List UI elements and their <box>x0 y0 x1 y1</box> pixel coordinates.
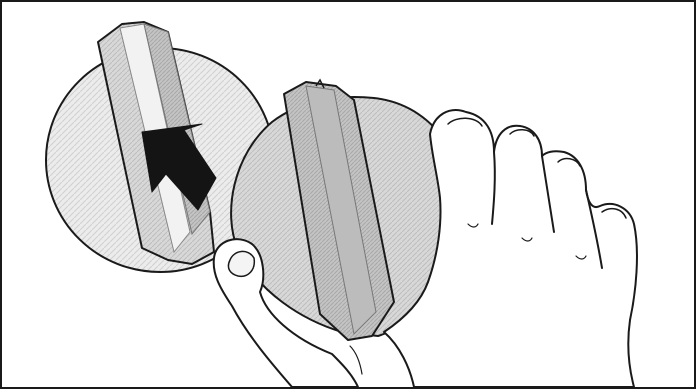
nail-4 <box>601 207 627 219</box>
nail-1 <box>447 117 483 127</box>
palm-crease <box>349 345 363 375</box>
knuckle-2 <box>521 237 533 242</box>
knob-side-view <box>230 78 466 341</box>
nail-3 <box>557 157 581 167</box>
finger-line-3 <box>585 189 603 269</box>
hand <box>212 109 638 387</box>
hand-fingers <box>383 109 638 387</box>
push-arrow-icon <box>141 123 217 211</box>
knuckle-3 <box>575 255 587 260</box>
finger-line-2 <box>541 155 555 233</box>
nail-2 <box>509 129 535 137</box>
hand-thumb <box>212 238 359 387</box>
knob-side-ridge-highlight <box>305 85 377 336</box>
hand-thumbnail <box>227 250 256 278</box>
knuckle-1 <box>467 223 479 228</box>
knob-side-ridge-notch <box>315 78 325 89</box>
finger-line-1 <box>491 151 496 225</box>
